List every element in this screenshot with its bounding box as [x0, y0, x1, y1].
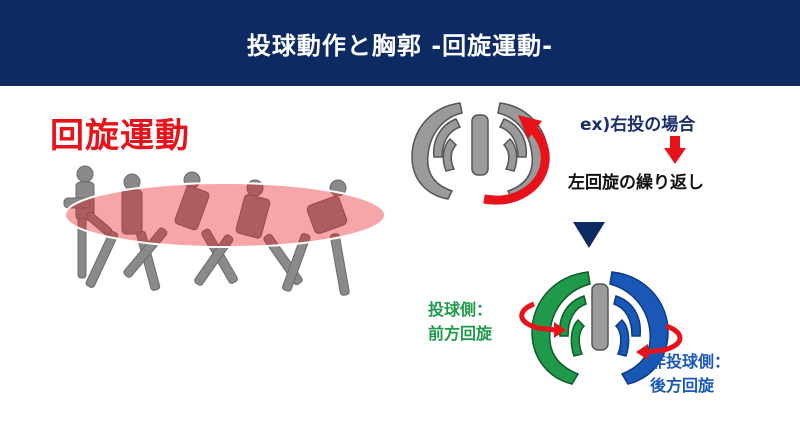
down-arrow-icon — [664, 136, 686, 164]
throwing-side-title: 投球側： — [428, 300, 493, 319]
title-bar: 投球動作と胸郭 -回旋運動- — [0, 0, 800, 86]
throwing-side-rotation: 前方回旋 — [428, 324, 493, 343]
nonthrowing-side-label: 非投球側： 後方回旋 — [650, 350, 730, 398]
page-title: 投球動作と胸郭 -回旋運動- — [246, 31, 554, 60]
pitching-sequence-icon — [63, 165, 386, 296]
nonthrowing-side-rotation: 後方回旋 — [650, 376, 715, 395]
section-heading: 回旋運動 — [50, 116, 190, 156]
ribcage-icon — [519, 271, 683, 385]
rotation-result-text: 左回旋の繰り返し — [568, 173, 704, 193]
triangle-down-icon — [573, 222, 605, 248]
example-text: ex)右投の場合 — [580, 115, 696, 135]
throwing-side-label: 投球側： 前方回旋 — [428, 298, 492, 346]
ribcage-icon — [411, 102, 550, 205]
nonthrowing-side-title: 非投球側： — [650, 352, 731, 371]
